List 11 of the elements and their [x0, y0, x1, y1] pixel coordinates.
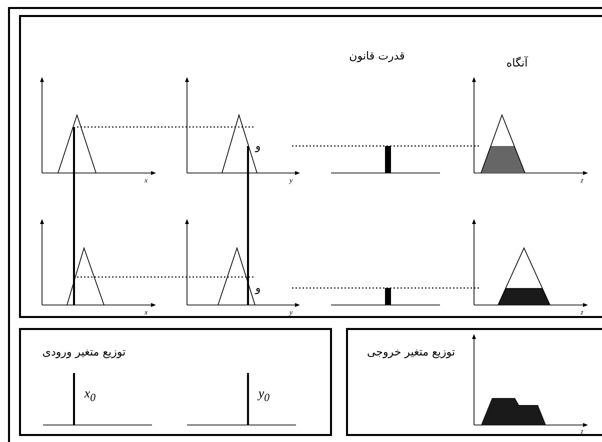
then-heading: آنگاه	[506, 58, 528, 68]
and-label: و	[255, 282, 261, 294]
panel-heading: توزیع متغیر خروجی	[366, 345, 456, 359]
panel-heading: توزیع متغیر ورودی	[42, 345, 126, 359]
panel	[19, 15, 602, 318]
panel	[19, 328, 332, 436]
rule-heading: قدرت قانون	[349, 50, 405, 62]
and-label: و	[255, 140, 261, 152]
value-label: y$_{0}$	[258, 386, 270, 404]
value-label: x$_{0}$	[84, 386, 96, 404]
panel	[346, 328, 602, 436]
